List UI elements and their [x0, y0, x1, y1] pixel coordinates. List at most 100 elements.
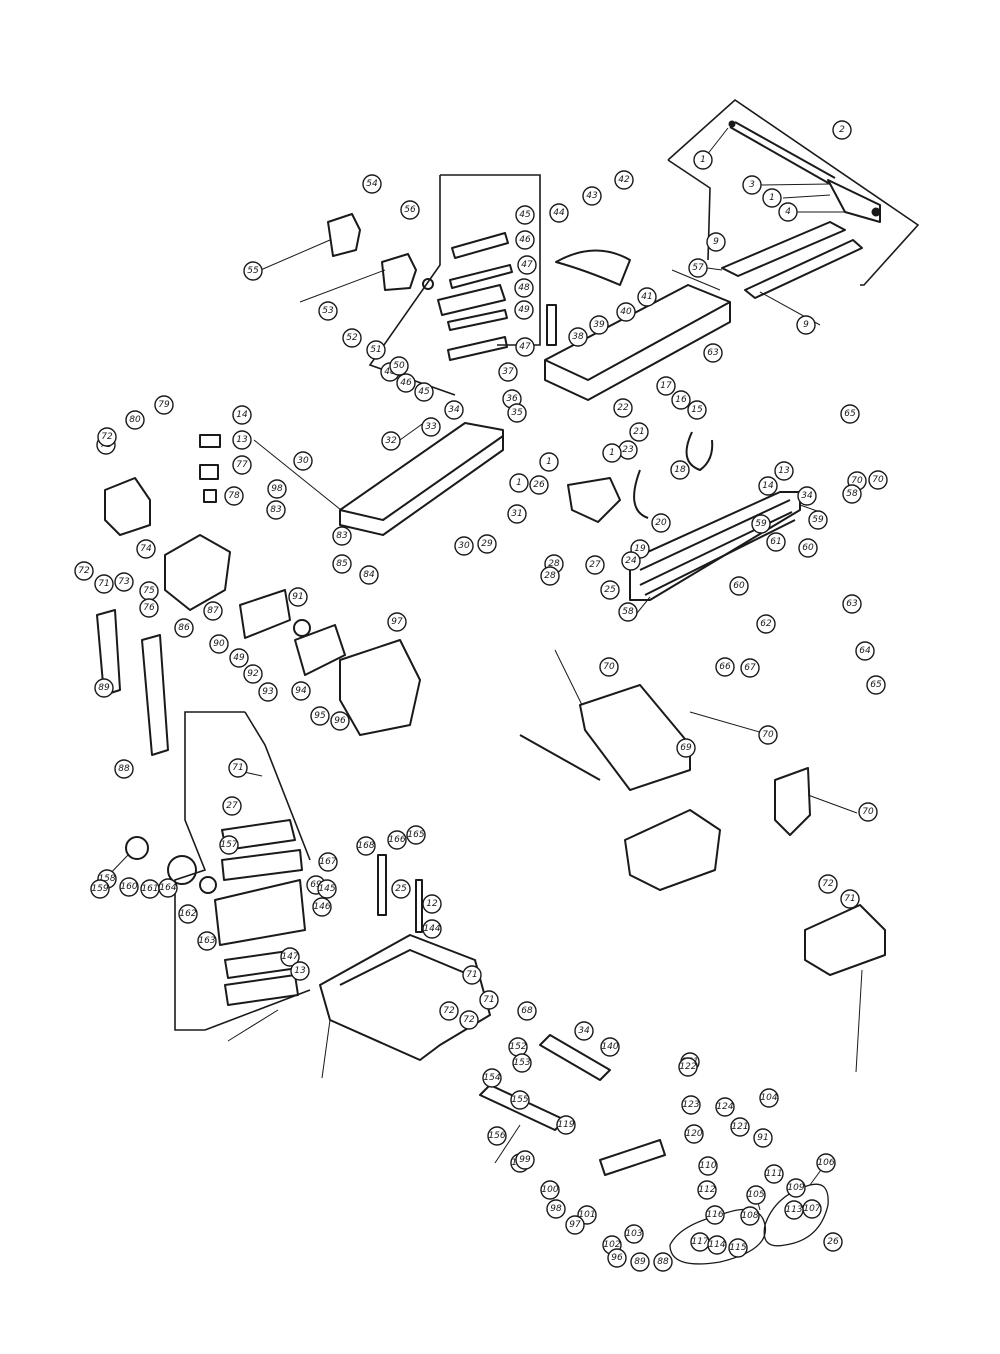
part-callout: 25 [600, 580, 620, 600]
part-callout: 25 [391, 879, 411, 899]
part-callout-number: 14 [236, 410, 248, 420]
part-callout-number: 159 [91, 884, 108, 894]
part-callout-number: 96 [334, 716, 346, 726]
part-callout-number: 75 [143, 586, 155, 596]
part-callout-number: 24 [625, 556, 637, 566]
part-callout: 35 [507, 403, 527, 423]
part-callout-circle [462, 965, 482, 985]
part-callout: 50 [389, 356, 409, 376]
cutter-head-168 [214, 879, 306, 946]
part-callout-number: 140 [601, 1042, 618, 1052]
part-callout-circle [366, 340, 386, 360]
part-callout-number: 60 [733, 581, 745, 591]
bracket-172 [599, 1139, 666, 1176]
part-callout-circle [421, 417, 441, 437]
part-callout-number: 1 [700, 155, 706, 165]
part-callout: 91 [753, 1128, 773, 1148]
part-callout: 14 [232, 405, 252, 425]
part-callout: 88 [653, 1252, 673, 1272]
part-callout-circle [267, 479, 287, 499]
part-callout-number: 18 [674, 465, 686, 475]
part-callout: 60 [798, 538, 818, 558]
part-callout: 13 [774, 461, 794, 481]
part-callout-number: 85 [336, 559, 348, 569]
part-callout-number: 47 [521, 260, 533, 270]
part-callout-circle [290, 961, 310, 981]
part-callout-number: 69 [310, 880, 322, 890]
part-callout-circle [119, 877, 139, 897]
part-callout: 21 [629, 422, 649, 442]
part-number-callouts: 1231499424344454647484941403947384846455… [74, 120, 888, 1272]
part-callout-circle [698, 1156, 718, 1176]
part-callout-number: 87 [207, 606, 219, 616]
part-callout: 20 [651, 513, 671, 533]
part-callout: 89 [94, 678, 114, 698]
part-callout-number: 26 [533, 480, 545, 490]
part-callout: 37 [498, 362, 518, 382]
part-callout: 153 [512, 1053, 532, 1073]
part-callout: 72 [459, 1010, 479, 1030]
part-callout-circle [444, 400, 464, 420]
part-callout-circle [317, 879, 337, 899]
part-callout-number: 160 [120, 882, 137, 892]
rod-upper [729, 126, 831, 185]
drive-shaft-101 [519, 734, 601, 781]
part-callout-circle [705, 1205, 725, 1225]
handle-18 [685, 431, 714, 471]
part-callout-circle [515, 337, 535, 357]
part-callout-circle [549, 203, 569, 223]
part-callout-number: 116 [706, 1210, 723, 1220]
part-callout-number: 154 [483, 1073, 500, 1083]
part-callout-number: 57 [692, 263, 704, 273]
part-callout: 51 [366, 340, 386, 360]
part-callout-number: 72 [463, 1015, 475, 1025]
guard-assembly-frame [667, 98, 920, 286]
switch-plate-80 [203, 489, 217, 503]
part-callout: 122 [678, 1057, 698, 1077]
part-callout-circle [808, 510, 828, 530]
part-callout-number: 153 [513, 1058, 530, 1068]
part-callout-circle [589, 315, 609, 335]
part-callout-circle [332, 526, 352, 546]
part-callout: 155 [510, 1090, 530, 1110]
part-callout-circle [539, 452, 559, 472]
part-callout: 100 [540, 1180, 560, 1200]
pulley-54 [381, 253, 417, 291]
cover-27 [774, 767, 811, 836]
part-callout-number: 20 [655, 518, 667, 528]
part-callout: 56 [400, 200, 420, 220]
gearbox-108 [624, 809, 721, 891]
part-callout-circle [574, 1021, 594, 1041]
part-callout-circle [258, 682, 278, 702]
part-callout-circle [291, 681, 311, 701]
part-callout: 46 [515, 230, 535, 250]
part-callout-circle [602, 443, 622, 463]
part-callout-circle [855, 641, 875, 661]
part-callout-number: 22 [617, 403, 629, 413]
part-callout-number: 88 [118, 764, 130, 774]
part-callout: 86 [174, 618, 194, 638]
part-callout: 59 [808, 510, 828, 530]
part-callout-number: 45 [418, 387, 430, 397]
part-callout-circle [868, 470, 888, 490]
part-callout-number: 1 [546, 457, 552, 467]
part-callout-number: 17 [660, 381, 672, 391]
part-callout: 114 [707, 1235, 727, 1255]
part-callout-circle [396, 373, 416, 393]
part-callout-number: 164 [159, 883, 176, 893]
infeed-table-57 [544, 284, 731, 401]
part-callout-number: 145 [318, 884, 335, 894]
part-callout: 65 [840, 404, 860, 424]
part-callout: 72 [818, 874, 838, 894]
part-callout: 124 [715, 1097, 735, 1117]
part-callout-number: 31 [511, 509, 522, 519]
part-callout: 71 [94, 574, 114, 594]
part-callout-number: 9 [803, 320, 809, 330]
part-callout-number: 12 [426, 899, 438, 909]
rod-end-cap [728, 120, 736, 128]
part-callout-circle [280, 947, 300, 967]
part-callout-circle [764, 1164, 784, 1184]
part-callout-number: 23 [622, 445, 634, 455]
part-callout: 23 [618, 440, 638, 460]
part-callout-number: 83 [270, 505, 282, 515]
